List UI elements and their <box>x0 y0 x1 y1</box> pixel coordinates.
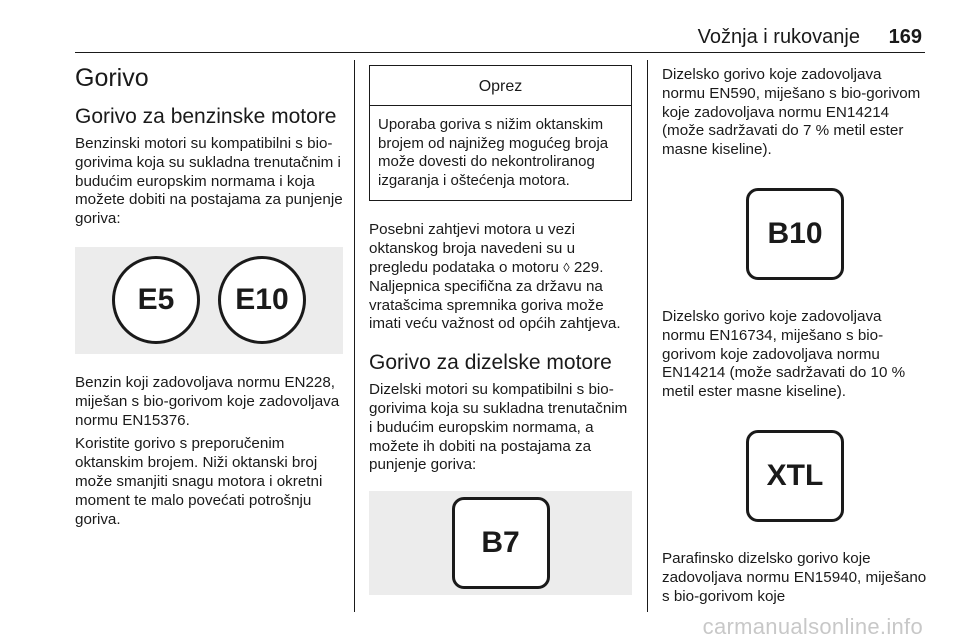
xtl-norm-paragraph: Parafinsko dizelsko gorivo koje zadovolj… <box>662 549 927 605</box>
page-reference-icon: ◊ <box>563 259 570 275</box>
diesel-intro: Dizelski motori su kompatibilni s bio-go… <box>369 381 628 474</box>
petrol-subheading: Gorivo za benzinske motore <box>75 105 337 128</box>
section-heading: Gorivo <box>75 64 149 92</box>
column-2: Oprez Uporaba goriva s nižim oktanskim b… <box>369 60 632 596</box>
column-divider-2 <box>647 60 648 612</box>
caution-title: Oprez <box>370 66 631 106</box>
column-divider-1 <box>354 60 355 612</box>
diesel-subheading: Gorivo za dizelske motore <box>369 351 612 375</box>
caution-box: Oprez Uporaba goriva s nižim oktanskim b… <box>369 65 632 202</box>
column-1: Gorivo Gorivo za benzinske motore Benzin… <box>75 60 343 534</box>
watermark: carmanualsonline.info <box>702 614 923 639</box>
octane-paragraph: Koristite gorivo s preporučenim oktanski… <box>75 435 323 528</box>
b10-fuel-label: B10 <box>746 187 844 280</box>
e10-fuel-label: E10 <box>218 256 306 345</box>
b7-fuel-label: B7 <box>451 497 550 590</box>
running-header-title: Vožnja i rukovanje <box>697 26 860 48</box>
diesel-fuel-symbol-box: B7 <box>369 491 632 596</box>
caution-text: Uporaba goriva s nižim oktanskim brojem … <box>378 116 609 189</box>
petrol-intro: Benzinski motori su kompatibilni s bio-g… <box>75 135 343 228</box>
b7-norm-paragraph: Dizelsko gorivo koje zadovoljava normu E… <box>662 66 921 159</box>
petrol-norm-paragraph: Benzin koji zadovoljava normu EN228, mij… <box>75 373 340 429</box>
page-number: 169 <box>888 26 922 48</box>
e5-fuel-label: E5 <box>112 256 200 345</box>
petrol-fuel-symbols: E5 E10 <box>75 246 343 354</box>
header-divider <box>75 52 925 53</box>
column-3: Dizelsko gorivo koje zadovoljava normu E… <box>662 60 928 611</box>
b10-norm-paragraph: Dizelsko gorivo koje zadovoljava normu E… <box>662 307 906 401</box>
xtl-fuel-label: XTL <box>746 429 844 522</box>
engine-requirements-paragraph: Posebni zahtjevi motora u vezi oktanskog… <box>369 221 621 333</box>
